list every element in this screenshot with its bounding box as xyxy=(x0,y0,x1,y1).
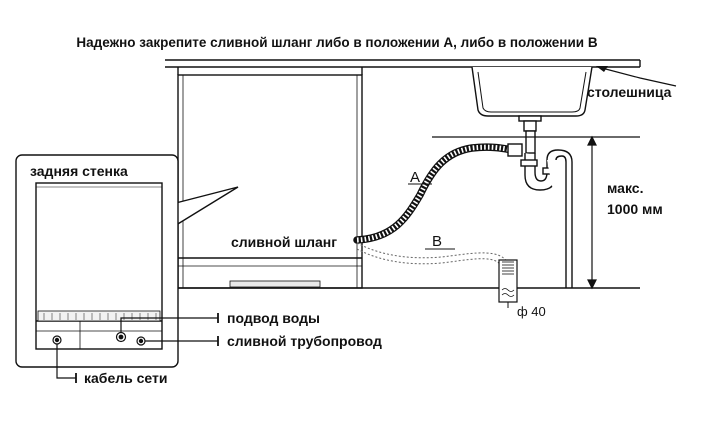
floor-standpipe xyxy=(498,259,518,303)
max-height-dimension xyxy=(432,135,640,290)
power-cable-connector xyxy=(52,335,62,345)
sink xyxy=(471,66,593,132)
drain-pipe-connector xyxy=(136,336,146,346)
drain-hose-label: сливной шланг xyxy=(231,234,337,250)
drain-hose-a xyxy=(353,143,516,244)
back-wall-panel xyxy=(15,154,179,368)
drain-hose-b xyxy=(356,242,508,282)
back-wall-label: задняя стенка xyxy=(30,163,128,179)
position-b-letter: B xyxy=(432,233,442,250)
countertop-pointer xyxy=(597,66,677,87)
max-height-label-line2: 1000 мм xyxy=(607,201,663,217)
drain-pipe-label: сливной трубопровод xyxy=(227,333,382,349)
countertop-label: столешница xyxy=(587,84,672,100)
water-inlet-connector xyxy=(115,331,127,343)
diagram-title: Надежно закрепите сливной шланг либо в п… xyxy=(76,35,597,50)
drain-hose-b-outer xyxy=(356,248,502,282)
water-inlet-label: подвод воды xyxy=(227,310,320,326)
power-cable-label: кабель сети xyxy=(84,370,167,386)
dishwasher-body xyxy=(177,74,363,289)
callout-wedge xyxy=(167,186,239,231)
leader-lines xyxy=(56,313,219,383)
position-a-letter: A xyxy=(410,169,420,186)
diameter-label: ф 40 xyxy=(517,304,546,319)
countertop-pointer-arrow xyxy=(596,66,608,72)
sink-siphon xyxy=(507,130,573,288)
drain-hose-a-ribs xyxy=(356,144,513,243)
max-height-label-line1: макс. xyxy=(607,180,643,196)
